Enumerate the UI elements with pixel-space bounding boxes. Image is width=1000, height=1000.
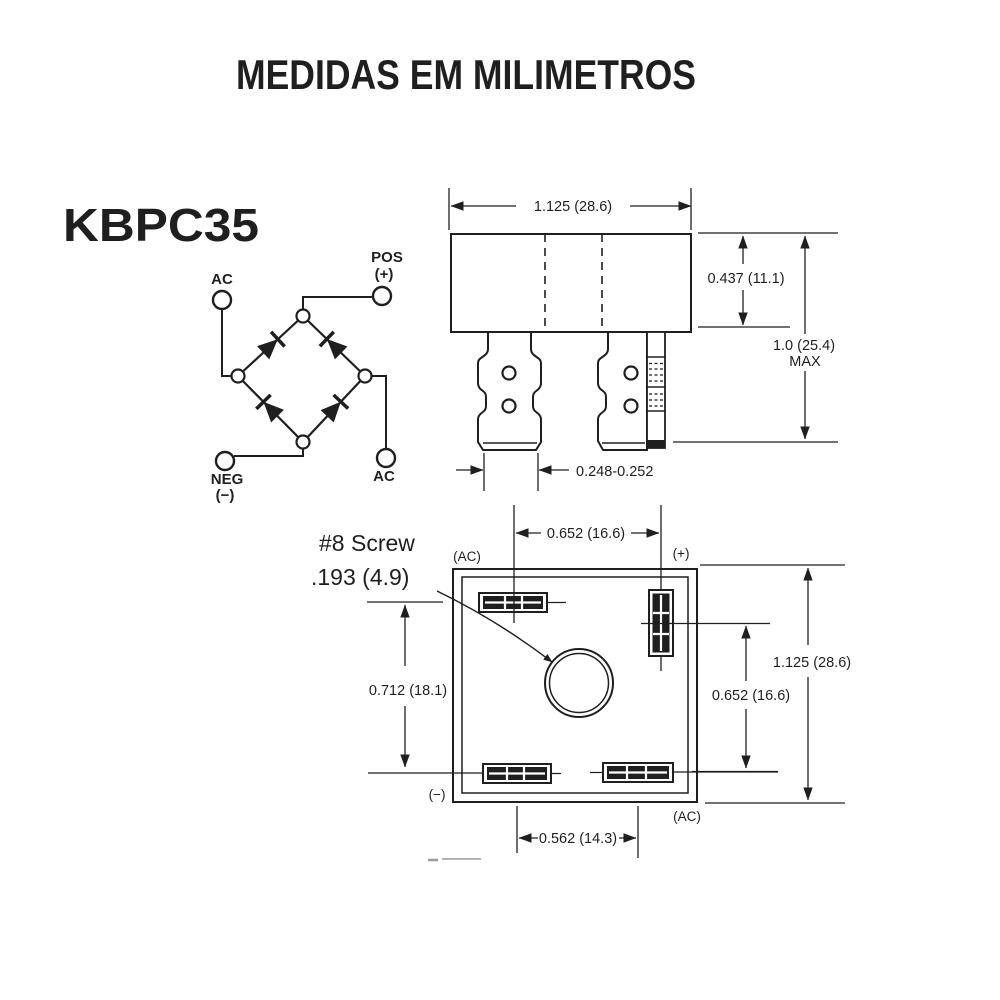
tab-crimp-strip — [646, 331, 666, 449]
right-inner-dim-label: 0.652 (16.6) — [712, 688, 790, 704]
bottom-view-drawing: #8 Screw .193 (4.9) (AC) (+) (−) (AC) 0.… — [311, 505, 851, 862]
pos-label: POS — [371, 249, 403, 266]
ac-bottom-label: AC — [373, 468, 395, 485]
bridge-diamond — [237, 314, 366, 444]
terminal-circles — [211, 285, 397, 472]
body-hidden-lines — [544, 234, 603, 332]
terminal-width-dim-label: 0.248-0.252 — [576, 464, 653, 480]
terminal-neg — [214, 450, 236, 472]
dim-body-height: 0.437 (11.1) — [698, 232, 838, 328]
terminal-ac-top — [211, 289, 233, 311]
pos-polarity-label: (+) — [375, 266, 394, 283]
ac-top-label: AC — [211, 271, 233, 288]
screw-note-line2: .193 (4.9) — [311, 564, 409, 590]
slot-ac-bottom-right — [602, 762, 674, 783]
neg-label: NEG — [211, 471, 244, 488]
bottom-view-ac-top-label: (AC) — [453, 549, 481, 564]
screw-note: #8 Screw .193 (4.9) — [311, 530, 553, 663]
page-title: MEDIDAS EM MILIMETROS — [236, 51, 696, 98]
dim-bottom-view-top: 0.652 (16.6) — [515, 526, 660, 542]
right-outer-dim-label: 1.125 (28.6) — [773, 655, 851, 671]
tab-hole — [501, 398, 517, 414]
tab-hole — [501, 365, 517, 381]
dim-terminal-width: 0.248-0.252 — [456, 453, 653, 491]
body-height-dim-label: 0.437 (11.1) — [707, 271, 784, 287]
tab-hole — [623, 398, 639, 414]
screw-hole — [544, 648, 614, 718]
overall-height-max-label: MAX — [789, 354, 821, 370]
dim-side-width: 1.125 (28.6) — [448, 188, 692, 230]
bottom-view-neg-label: (−) — [429, 787, 446, 802]
slot-ac-top-left — [478, 592, 548, 613]
side-width-dim-label: 1.125 (28.6) — [534, 199, 612, 215]
bridge-nodes — [230, 308, 373, 450]
part-number: KBPC35 — [63, 199, 259, 251]
overall-height-dim-label: 1.0 (25.4) — [773, 338, 835, 354]
dim-bottom-view-right-outer: 1.125 (28.6) — [700, 564, 851, 804]
dim-bottom-view-bottom: 0.562 (14.3) — [518, 831, 637, 847]
neg-polarity-label: (−) — [216, 487, 235, 504]
dim-overall-height: 1.0 (25.4) MAX — [673, 235, 838, 443]
left-pitch-dim-label: 0.712 (18.1) — [369, 683, 447, 699]
side-view-drawing: 1.125 (28.6) 0.437 (11.1) 1.0 (25.4) MAX… — [448, 188, 838, 491]
case-outline-inner — [461, 576, 689, 794]
dim-bottom-view-right-inner: 0.652 (16.6) — [692, 625, 790, 773]
schematic-wires — [221, 296, 387, 457]
center-lines — [368, 505, 778, 858]
top-pitch-dim-label: 0.652 (16.6) — [547, 526, 625, 542]
dim-bottom-view-left: 0.712 (18.1) — [367, 601, 447, 768]
bottom-view-pos-label: (+) — [673, 546, 690, 561]
terminal-ac-bottom — [375, 447, 397, 469]
right-terminal-tab — [597, 331, 666, 451]
screw-note-line1: #8 Screw — [319, 530, 415, 556]
left-terminal-tab — [477, 331, 542, 451]
bottom-view-ac-bottom-label: (AC) — [673, 809, 701, 824]
screw-leader-line — [436, 590, 553, 663]
terminal-pos — [371, 285, 393, 307]
package-body-outline — [450, 233, 692, 333]
bottom-pitch-dim-label: 0.562 (14.3) — [539, 831, 617, 847]
tab-hole — [623, 365, 639, 381]
bridge-schematic: KBPC35 AC POS — [63, 199, 403, 504]
slot-neg-bottom-left — [482, 763, 552, 784]
